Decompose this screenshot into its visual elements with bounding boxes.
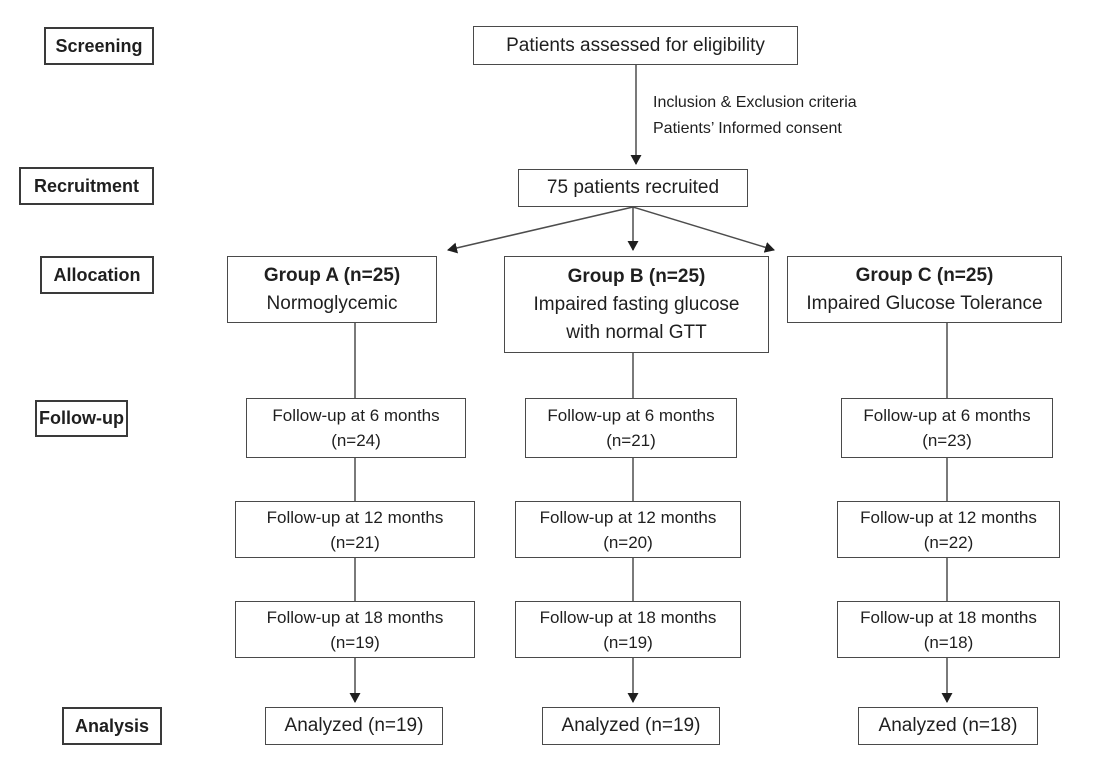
group-b-analyzed-box: Analyzed (n=19) bbox=[542, 707, 720, 745]
followup-label: Follow-up at 6 months bbox=[272, 406, 440, 425]
stage-label-screening: Screening bbox=[44, 27, 154, 65]
group-a-followup-12mo-box: Follow-up at 12 months (n=21) bbox=[235, 501, 475, 558]
eligibility-box: Patients assessed for eligibility bbox=[473, 26, 798, 65]
group-b-desc-line-2: with normal GTT bbox=[566, 321, 707, 343]
followup-label: Follow-up at 12 months bbox=[860, 507, 1037, 527]
followup-n: (n=24) bbox=[331, 431, 381, 450]
group-c-desc: Impaired Glucose Tolerance bbox=[806, 292, 1043, 314]
group-a-followup-6mo-box: Follow-up at 6 months (n=24) bbox=[246, 398, 466, 458]
stage-label-followup: Follow-up bbox=[35, 400, 128, 437]
followup-n: (n=19) bbox=[330, 632, 380, 652]
group-c-followup-6mo-box: Follow-up at 6 months (n=23) bbox=[841, 398, 1053, 458]
followup-n: (n=21) bbox=[606, 431, 656, 450]
followup-n: (n=20) bbox=[603, 532, 653, 552]
group-b-desc-line-1: Impaired fasting glucose bbox=[533, 293, 740, 315]
group-c-box: Group C (n=25) Impaired Glucose Toleranc… bbox=[787, 256, 1062, 323]
group-c-analyzed-box: Analyzed (n=18) bbox=[858, 707, 1038, 745]
followup-n: (n=21) bbox=[330, 532, 380, 552]
group-b-followup-6mo-box: Follow-up at 6 months (n=21) bbox=[525, 398, 737, 458]
group-a-desc: Normoglycemic bbox=[266, 292, 398, 314]
followup-label: Follow-up at 12 months bbox=[266, 507, 444, 527]
followup-label: Follow-up at 18 months bbox=[860, 607, 1037, 627]
group-b-followup-12mo-box: Follow-up at 12 months (n=20) bbox=[515, 501, 741, 558]
group-c-followup-18mo-box: Follow-up at 18 months (n=18) bbox=[837, 601, 1060, 658]
group-a-box: Group A (n=25) Normoglycemic bbox=[227, 256, 437, 323]
note-line-2: Patients’ Informed consent bbox=[653, 120, 842, 137]
followup-label: Follow-up at 18 months bbox=[539, 607, 717, 627]
stage-label-analysis: Analysis bbox=[62, 707, 162, 745]
group-a-analyzed-box: Analyzed (n=19) bbox=[265, 707, 443, 745]
stage-label-recruitment: Recruitment bbox=[19, 167, 154, 205]
group-b-title: Group B (n=25) bbox=[567, 265, 706, 287]
group-c-followup-12mo-box: Follow-up at 12 months (n=22) bbox=[837, 501, 1060, 558]
group-b-box: Group B (n=25) Impaired fasting glucose … bbox=[504, 256, 769, 353]
group-c-title: Group C (n=25) bbox=[855, 264, 994, 286]
recruited-box: 75 patients recruited bbox=[518, 169, 748, 207]
followup-n: (n=18) bbox=[923, 632, 974, 652]
group-a-title: Group A (n=25) bbox=[263, 264, 401, 286]
transition-note: Inclusion & Exclusion criteria Patients’… bbox=[653, 90, 933, 142]
followup-label: Follow-up at 18 months bbox=[266, 607, 444, 627]
note-line-1: Inclusion & Exclusion criteria bbox=[653, 94, 857, 111]
followup-n: (n=19) bbox=[603, 632, 653, 652]
followup-label: Follow-up at 6 months bbox=[863, 406, 1031, 425]
followup-n: (n=22) bbox=[923, 532, 974, 552]
followup-label: Follow-up at 12 months bbox=[539, 507, 717, 527]
followup-n: (n=23) bbox=[922, 431, 972, 450]
followup-label: Follow-up at 6 months bbox=[547, 406, 715, 425]
stage-label-allocation: Allocation bbox=[40, 256, 154, 294]
group-a-followup-18mo-box: Follow-up at 18 months (n=19) bbox=[235, 601, 475, 658]
group-b-followup-18mo-box: Follow-up at 18 months (n=19) bbox=[515, 601, 741, 658]
